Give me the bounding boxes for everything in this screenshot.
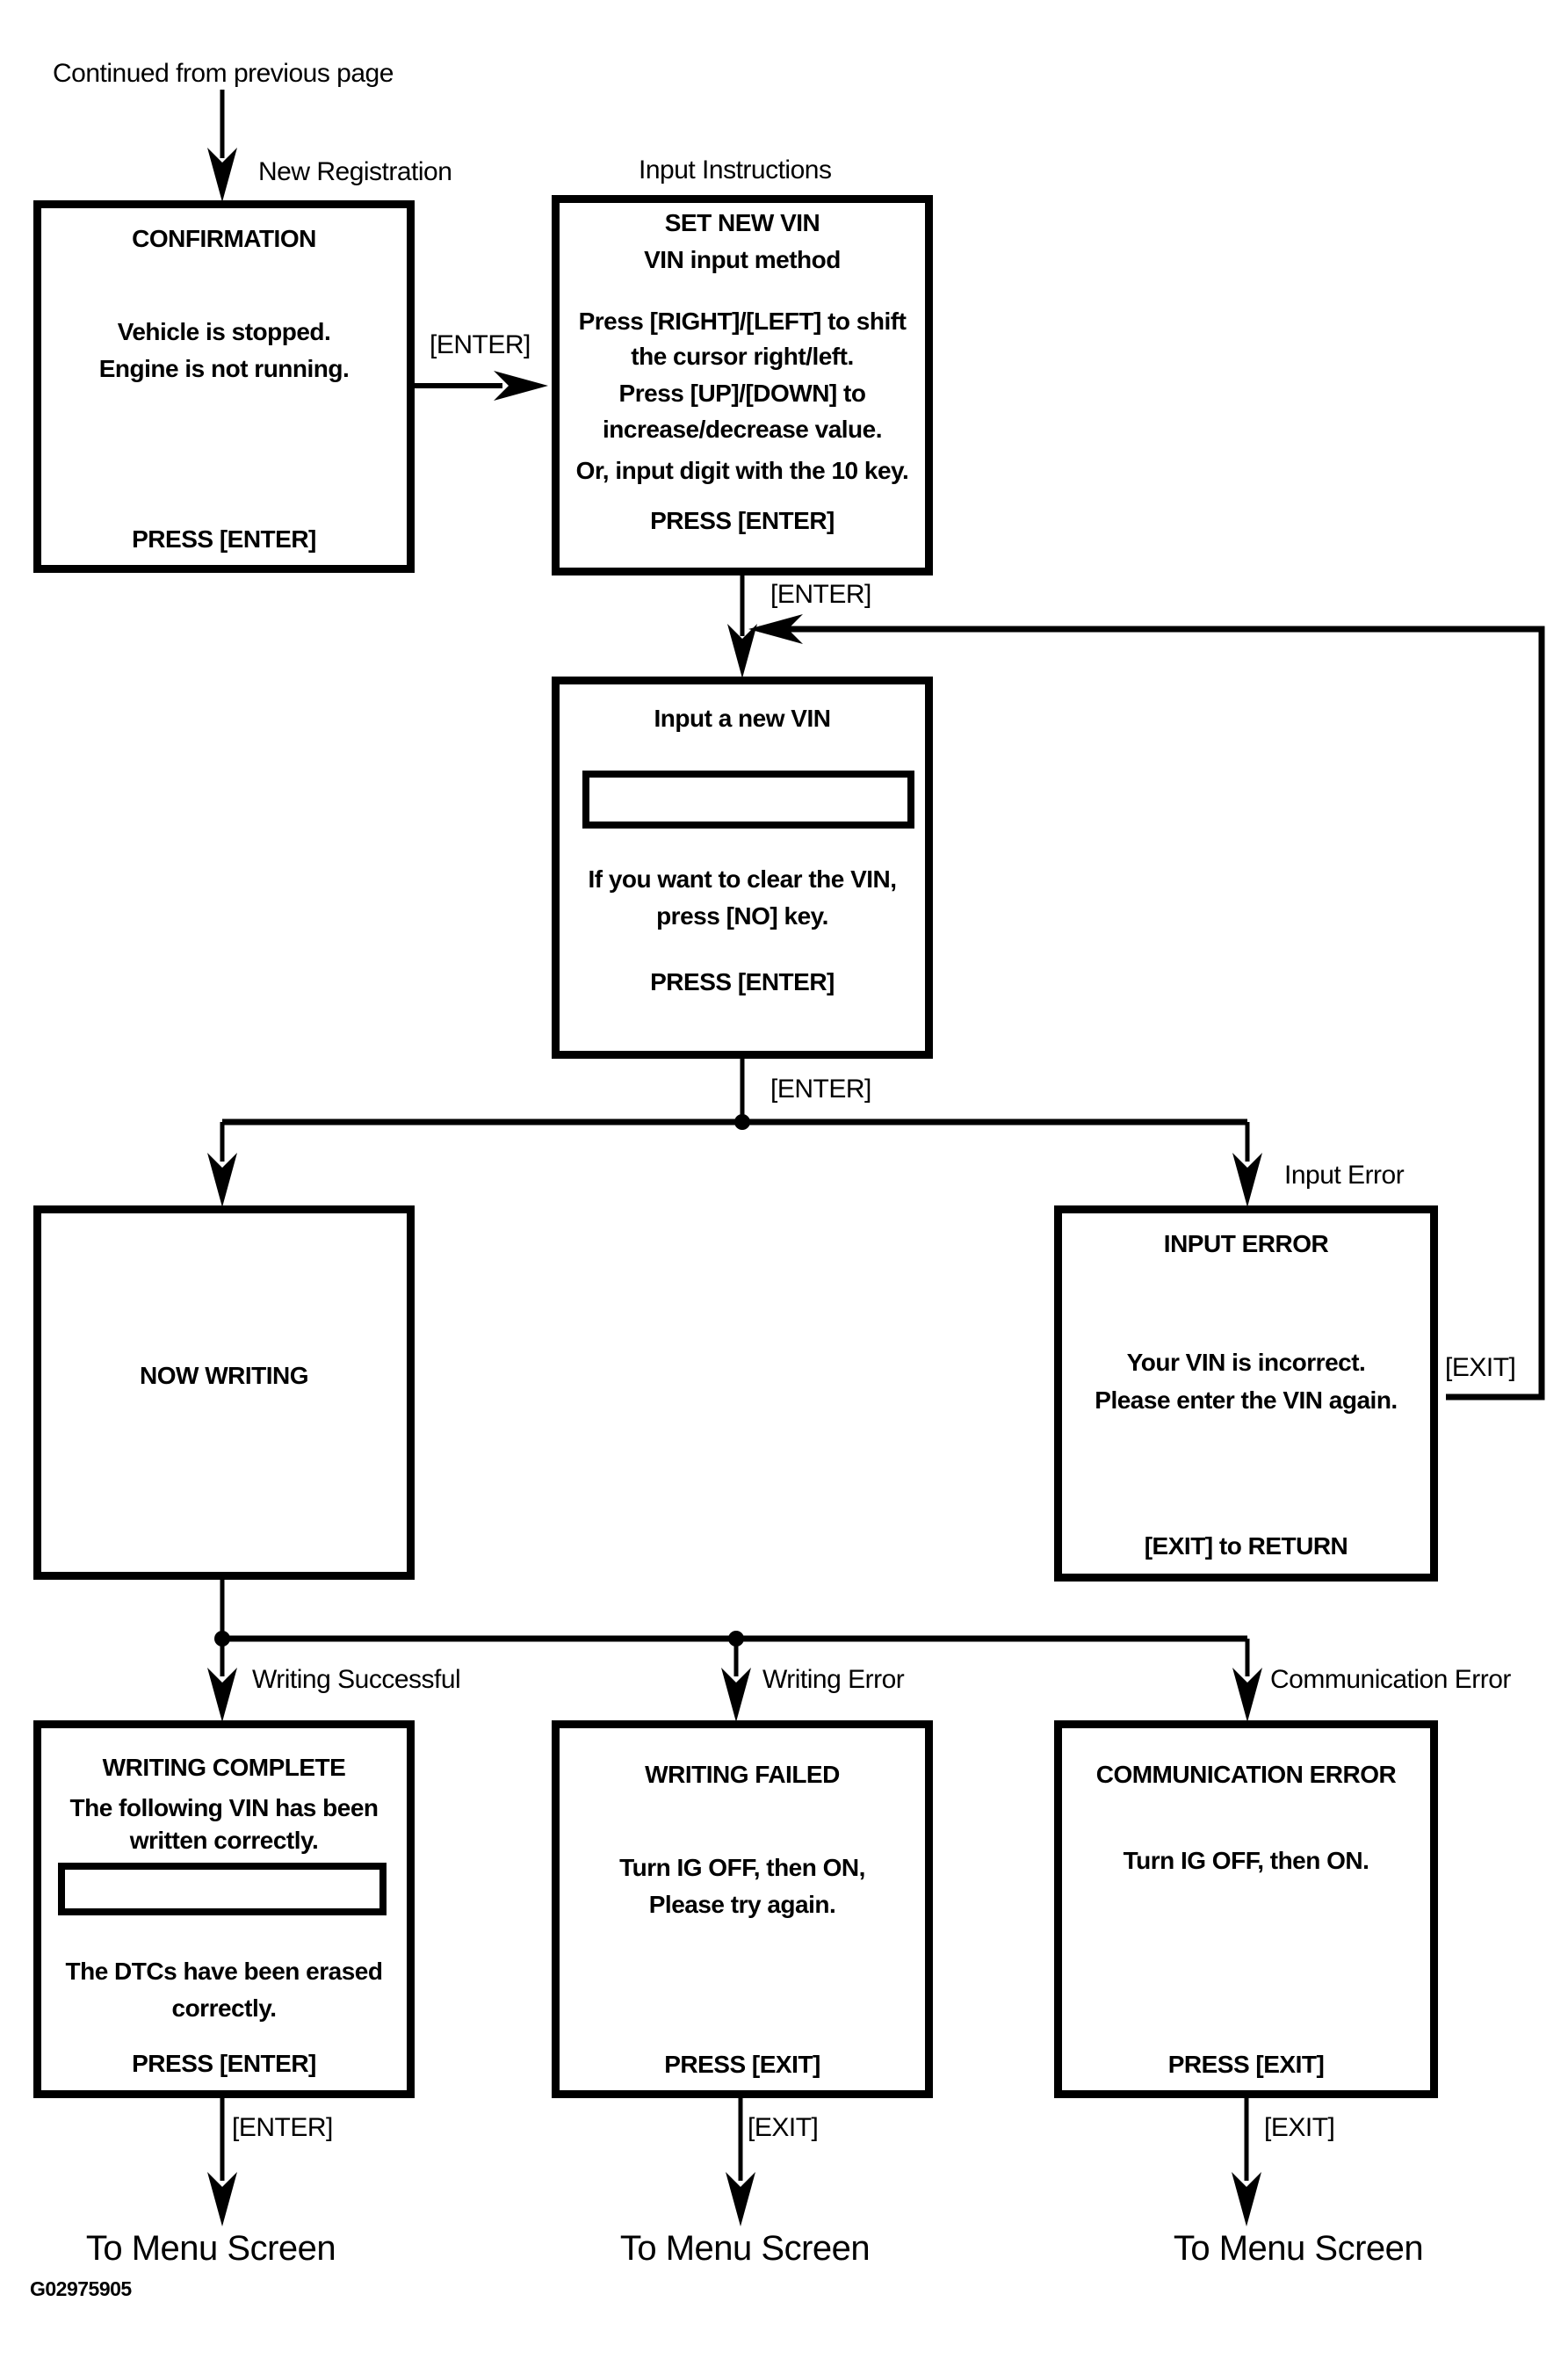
box-text: Press [RIGHT]/[LEFT] to shift	[578, 308, 907, 335]
box-action: PRESS [ENTER]	[132, 2050, 316, 2077]
box-text: Or, input digit with the 10 key.	[575, 457, 909, 484]
arrow-down-icon	[207, 1668, 237, 1722]
box-text: Your VIN is incorrect.	[1126, 1349, 1366, 1376]
junction-dot-icon	[214, 1631, 230, 1647]
box-title: WRITING COMPLETE	[102, 1754, 346, 1781]
box-text: the cursor right/left.	[631, 343, 854, 370]
arrow-right-icon	[494, 371, 548, 401]
junction-dot-icon	[728, 1631, 744, 1647]
box-title: SET NEW VIN	[664, 209, 820, 236]
edge-label-exit-bottom-1: [EXIT]	[748, 2113, 819, 2142]
terminal-to-menu-screen: To Menu Screen	[1173, 2229, 1424, 2268]
box-text: Turn IG OFF, then ON.	[1123, 1847, 1369, 1874]
edge-label-input-error: Input Error	[1284, 1161, 1405, 1190]
edge-label-enter-3: [ENTER]	[770, 1075, 871, 1104]
writing-complete-screen-box: WRITING COMPLETE The following VIN has b…	[33, 1720, 415, 2098]
input-error-screen-box: INPUT ERROR Your VIN is incorrect. Pleas…	[1054, 1205, 1438, 1582]
input-instructions-screen-box: SET NEW VIN VIN input method Press [RIGH…	[552, 195, 933, 575]
box-title: INPUT ERROR	[1163, 1230, 1329, 1257]
edge-label-exit-bottom-2: [EXIT]	[1264, 2113, 1335, 2142]
arrow-down-icon	[207, 1153, 237, 1207]
arrow-down-icon	[207, 148, 237, 202]
figure-id: G02975905	[30, 2277, 132, 2300]
arrow-down-icon	[207, 2172, 237, 2226]
now-writing-screen-box: NOW WRITING	[33, 1205, 415, 1580]
continued-from-label: Continued from previous page	[53, 59, 394, 88]
box-title: NOW WRITING	[139, 1362, 309, 1389]
box-action: PRESS [ENTER]	[650, 968, 835, 995]
arrow-down-icon	[1232, 1153, 1262, 1207]
box-text: Please try again.	[648, 1891, 836, 1918]
box-action: PRESS [ENTER]	[650, 507, 835, 534]
box-text: The following VIN has been	[69, 1794, 379, 1821]
confirmation-screen-box: CONFIRMATION Vehicle is stopped. Engine …	[33, 200, 415, 573]
box-text: Vehicle is stopped.	[117, 318, 331, 345]
arrow-down-icon	[727, 624, 757, 678]
arrow-down-icon	[1232, 1668, 1262, 1722]
box-title: CONFIRMATION	[132, 225, 316, 252]
arrow-down-icon	[1232, 2172, 1261, 2226]
box-text: The DTCs have been erased	[65, 1958, 383, 1985]
box-action: PRESS [ENTER]	[132, 525, 316, 553]
exit-feedback-path	[759, 626, 1545, 1401]
edge-label-writing-error: Writing Error	[762, 1665, 905, 1694]
box-text: increase/decrease value.	[602, 416, 883, 443]
box-action: PRESS [EXIT]	[664, 2051, 820, 2078]
communication-error-screen-box: COMMUNICATION ERROR Turn IG OFF, then ON…	[1054, 1720, 1438, 2098]
junction-dot-icon	[734, 1114, 750, 1130]
edge-label-writing-successful: Writing Successful	[252, 1665, 461, 1694]
input-vin-screen-box: Input a new VIN If you want to clear the…	[552, 677, 933, 1059]
arrow-down-icon	[721, 1668, 751, 1722]
terminal-to-menu-screen: To Menu Screen	[85, 2229, 336, 2268]
edge-label-enter-bottom: [ENTER]	[232, 2113, 333, 2142]
box-text: Engine is not running.	[98, 355, 350, 382]
box-text: press [NO] key.	[656, 902, 828, 930]
box-text: Press [UP]/[DOWN] to	[618, 380, 866, 407]
box-title: COMMUNICATION ERROR	[1095, 1761, 1397, 1788]
box-text: Turn IG OFF, then ON,	[619, 1854, 865, 1881]
box-text: Please enter the VIN again.	[1095, 1386, 1398, 1414]
vin-input-field	[582, 771, 914, 829]
box-text: correctly.	[171, 1994, 278, 2022]
edge-label-new-registration: New Registration	[258, 157, 452, 186]
edge-label-enter-1: [ENTER]	[430, 330, 531, 359]
edge-label-input-instructions: Input Instructions	[639, 156, 832, 185]
vin-display-field	[58, 1863, 387, 1915]
arrow-down-icon	[726, 2172, 755, 2226]
box-action: [EXIT] to RETURN	[1144, 1532, 1348, 1560]
box-title: WRITING FAILED	[645, 1761, 840, 1788]
edge-label-exit-return: [EXIT]	[1445, 1353, 1516, 1382]
arrow-left-icon	[748, 614, 803, 644]
box-title: Input a new VIN	[654, 705, 831, 732]
edge-label-enter-2: [ENTER]	[770, 580, 871, 609]
box-text: written correctly.	[129, 1827, 319, 1854]
box-action: PRESS [EXIT]	[1167, 2051, 1325, 2078]
edge-label-communication-error: Communication Error	[1270, 1665, 1511, 1694]
writing-failed-screen-box: WRITING FAILED Turn IG OFF, then ON, Ple…	[552, 1720, 933, 2098]
box-text: If you want to clear the VIN,	[588, 865, 897, 893]
terminal-to-menu-screen: To Menu Screen	[619, 2229, 871, 2268]
box-subtitle: VIN input method	[644, 246, 841, 273]
